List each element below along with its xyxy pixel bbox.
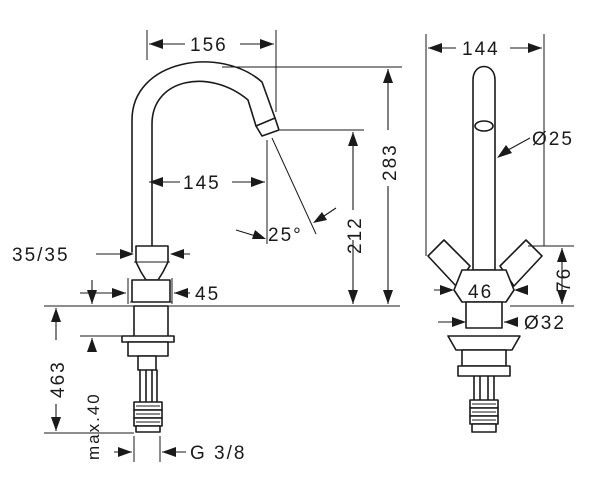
dim-base-width: 45 (195, 284, 220, 305)
side-view (98, 61, 400, 433)
side-dimensions: 156 145 25° 212 283 35/35 (12, 30, 402, 464)
spout-outer (131, 61, 276, 253)
dim-shank-length: 463 (48, 360, 69, 398)
dim-spray-angle: 25° (268, 225, 303, 246)
dim-outlet-height: 212 (345, 216, 366, 254)
dim-overall-height: 283 (380, 143, 401, 181)
spout-inner (151, 80, 257, 253)
lever-handle (135, 245, 169, 281)
dim-max-deck: max.40 (84, 392, 103, 460)
mounting-plate (447, 335, 521, 351)
dim-spout-diameter: Ø25 (532, 129, 574, 150)
hose-threads-side (133, 401, 163, 433)
dim-connection-thread: G 3/8 (190, 443, 246, 464)
dim-handle-span: 144 (462, 39, 500, 60)
dim-spout-reach: 156 (190, 35, 228, 56)
dim-outlet-offset: 145 (183, 173, 221, 194)
dim-handle-height: 76 (554, 267, 575, 292)
cross-handle-right (499, 239, 543, 287)
valve-body (131, 279, 171, 303)
front-view (427, 65, 543, 433)
spout-front (472, 65, 496, 271)
hose-threads-front (469, 399, 499, 433)
spout-outlet (255, 117, 280, 137)
dim-base-diameter: Ø32 (524, 313, 566, 334)
dim-handle-body-width: 46 (468, 282, 493, 303)
dim-handle-size: 35/35 (12, 245, 70, 266)
front-dimensions: 144 Ø25 76 46 Ø32 (425, 34, 575, 334)
